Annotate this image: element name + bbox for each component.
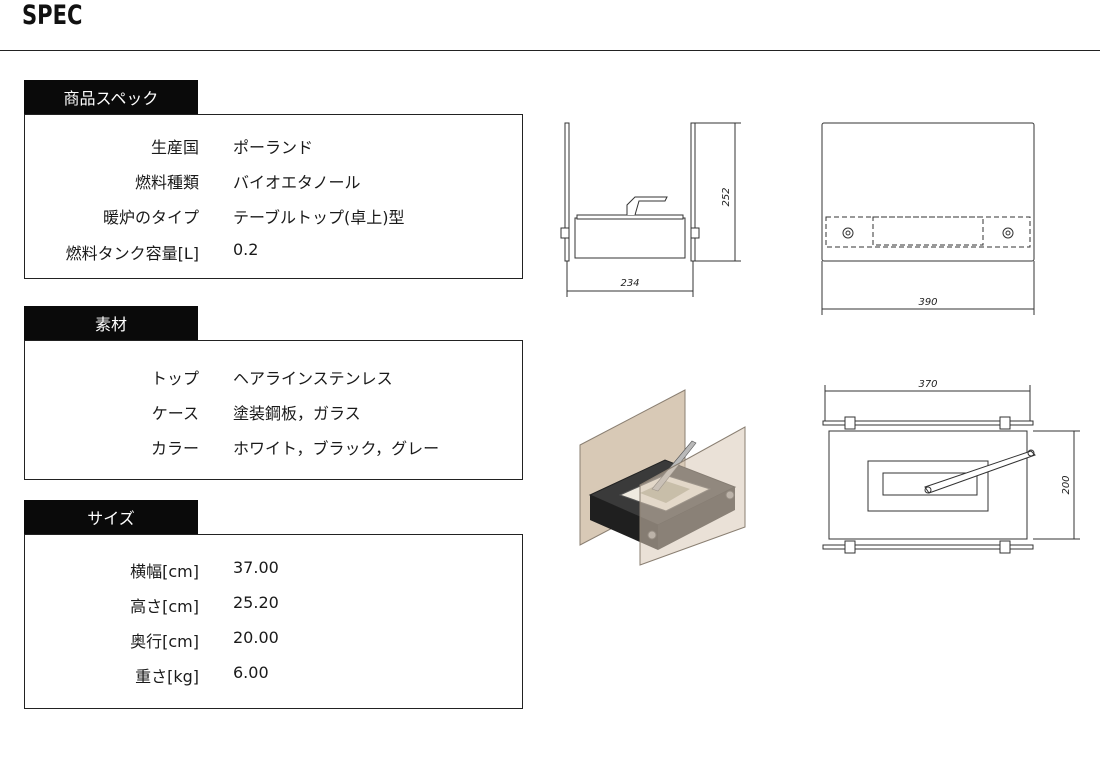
spec-value: バイオエタノール [233,173,361,192]
size-value: 20.00 [233,628,279,647]
material-row: トップ ヘアラインステンレス [25,365,524,391]
material-row: カラー ホワイト，ブラック，グレー [25,435,524,461]
spec-value: テーブルトップ(卓上)型 [233,208,405,227]
spec-label: 燃料種類 [134,173,199,192]
spec-row: 生産国 ポーランド [25,134,524,160]
spec-section: 商品スペック 生産国 ポーランド 燃料種類 バイオエタノール 暖炉のタイプ テー… [24,80,523,280]
front-view-drawing: 390 [821,122,1035,315]
spec-label: 暖炉のタイプ [102,208,199,227]
spec-value: 0.2 [233,240,259,259]
size-table: 横幅[cm] 37.00 高さ[cm] 25.20 奥行[cm] 20.00 重… [24,534,523,709]
size-value: 25.20 [233,593,279,612]
front-width-dim: 390 [918,297,937,308]
size-label: 奥行[cm] [130,632,199,651]
spec-label: 燃料タンク容量[L] [65,244,199,263]
size-row: 横幅[cm] 37.00 [25,558,524,584]
title-divider [0,50,1100,51]
spec-section-heading: 商品スペック [24,80,198,114]
size-label: 高さ[cm] [130,597,199,616]
material-label: トップ [150,369,199,388]
size-section: サイズ 横幅[cm] 37.00 高さ[cm] 25.20 奥行[cm] 20.… [24,500,523,710]
material-row: ケース 塗装鋼板，ガラス [25,400,524,426]
top-width-dim: 370 [918,379,937,390]
material-value: ヘアラインステンレス [233,369,393,388]
material-value: 塗装鋼板，ガラス [233,404,361,423]
material-value: ホワイト，ブラック，グレー [233,439,440,458]
material-section-heading: 素材 [24,306,198,340]
spec-row: 暖炉のタイプ テーブルトップ(卓上)型 [25,204,524,230]
spec-label: 生産国 [150,138,199,157]
material-table: トップ ヘアラインステンレス ケース 塗装鋼板，ガラス カラー ホワイト，ブラッ… [24,340,523,480]
side-width-dim: 234 [620,278,639,289]
size-label: 横幅[cm] [130,562,199,581]
spec-row: 燃料タンク容量[L] 0.2 [25,240,524,266]
size-section-heading: サイズ [24,500,198,534]
product-render [579,389,746,566]
spec-value: ポーランド [233,138,314,157]
size-row: 奥行[cm] 20.00 [25,628,524,654]
page-title: SPEC [22,0,83,31]
size-row: 重さ[kg] 6.00 [25,663,524,689]
material-label: ケース [151,404,199,423]
spec-table: 生産国 ポーランド 燃料種類 バイオエタノール 暖炉のタイプ テーブルトップ(卓… [24,114,523,279]
material-section: 素材 トップ ヘアラインステンレス ケース 塗装鋼板，ガラス カラー ホワイト，… [24,306,523,481]
top-depth-dim: 200 [1061,475,1072,494]
spec-row: 燃料種類 バイオエタノール [25,169,524,195]
material-label: カラー [150,439,199,458]
size-row: 高さ[cm] 25.20 [25,593,524,619]
side-view-drawing: 252 234 [560,122,741,297]
size-value: 37.00 [233,558,279,577]
size-value: 6.00 [233,663,269,682]
top-view-drawing: 370 200 [822,379,1080,554]
side-height-dim: 252 [721,187,732,206]
size-label: 重さ[kg] [135,667,199,686]
